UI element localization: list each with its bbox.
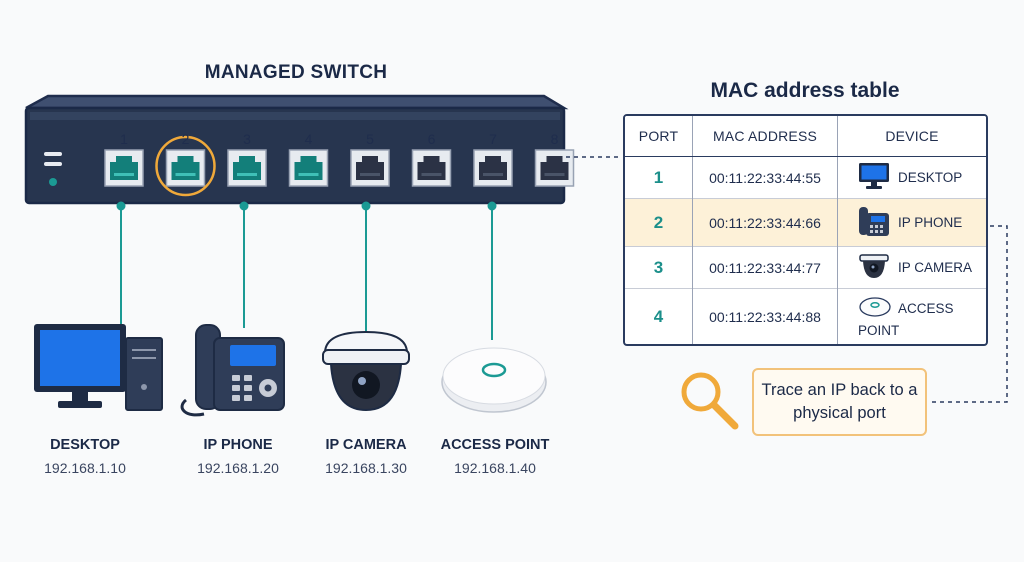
row-port: 4 — [625, 288, 693, 344]
row-device: IP CAMERA — [837, 245, 986, 289]
row-device: IP PHONE — [837, 198, 986, 247]
cable-joint — [116, 201, 126, 211]
cable-joint — [239, 201, 249, 211]
row-mac: 00:11:22:33:44:77 — [692, 245, 838, 289]
port-number-4: 4 — [304, 131, 313, 147]
switch-title: MANAGED SWITCH — [204, 62, 388, 83]
switch-port-1 — [104, 149, 144, 187]
switch-port-7 — [473, 149, 513, 187]
row-device-name: ACCESS POINT — [858, 300, 954, 338]
table-row: 1 00:11:22:33:44:55 DESKTOP — [625, 156, 986, 199]
switch-port-4 — [288, 149, 329, 187]
device-ip-access-point: 192.168.1.40 — [454, 460, 536, 476]
callout-text: Trace an IP back to a physical port — [761, 381, 918, 422]
access-point-icon — [441, 347, 547, 413]
magnifier-icon — [681, 372, 739, 430]
cable-joint — [487, 201, 497, 211]
power-led-icon — [49, 178, 57, 186]
mac-address-table: PORT MAC ADDRESS DEVICE 1 00:11:22:33:44… — [623, 114, 988, 346]
switch-port-3 — [227, 149, 267, 187]
table-row-highlighted: 2 00:11:22:33:44:66 IP PHONE — [625, 198, 986, 247]
device-label-ip-phone: IP PHONE — [203, 437, 273, 453]
row-device: DESKTOP — [837, 156, 986, 199]
row-mac: 00:11:22:33:44:88 — [692, 288, 838, 344]
switch-port-6 — [411, 149, 452, 187]
port-number-7: 7 — [489, 131, 497, 147]
row-port: 3 — [625, 245, 693, 289]
device-ip-desktop: 192.168.1.10 — [44, 460, 126, 476]
status-bar-icon — [44, 162, 62, 166]
access-point-icon — [858, 296, 891, 321]
row-mac: 00:11:22:33:44:55 — [692, 156, 838, 199]
callout-box: Trace an IP back to a physical port — [752, 368, 927, 436]
switch-port-8 — [534, 149, 575, 187]
table-row: 3 00:11:22:33:44:77 IP CAMERA — [625, 245, 986, 289]
monitor-icon — [858, 162, 890, 193]
row-device-name: DESKTOP — [898, 170, 963, 186]
managed-switch — [24, 94, 569, 205]
row-device: ACCESS POINT — [837, 288, 986, 344]
port-number-8: 8 — [550, 131, 559, 147]
camera-icon — [858, 252, 890, 283]
device-ip-ip-camera: 192.168.1.30 — [325, 460, 407, 476]
ip-phone-icon — [180, 324, 285, 417]
switch-port-5 — [350, 149, 390, 187]
row-port: 2 — [625, 198, 693, 247]
port-number-1: 1 — [120, 131, 128, 147]
row-device-name: IP CAMERA — [898, 260, 973, 275]
mac-table-title: MAC address table — [710, 79, 900, 102]
port-number-5: 5 — [366, 131, 374, 147]
status-bar-icon — [44, 152, 62, 156]
switch-port-2 — [165, 149, 206, 187]
device-label-access-point: ACCESS POINT — [440, 437, 550, 453]
table-row: 4 00:11:22:33:44:88 ACCESS POINT — [625, 288, 986, 344]
port-number-3: 3 — [243, 131, 251, 147]
row-port: 1 — [653, 167, 664, 187]
header-port: PORT — [625, 116, 693, 157]
port-number-2: 2 — [181, 131, 190, 147]
dome-camera-icon — [322, 330, 410, 412]
cable-joint — [361, 201, 371, 211]
device-label-ip-camera: IP CAMERA — [325, 437, 407, 453]
phone-icon — [858, 205, 890, 240]
port-number-6: 6 — [427, 131, 436, 147]
device-label-desktop: DESKTOP — [50, 437, 120, 453]
device-ip-ip-phone: 192.168.1.20 — [197, 460, 279, 476]
header-mac-address: MAC ADDRESS — [692, 116, 838, 157]
row-device-name: IP PHONE — [898, 215, 963, 231]
row-mac: 00:11:22:33:44:66 — [692, 198, 838, 247]
header-device: DEVICE — [837, 116, 986, 157]
desktop-computer-icon — [34, 324, 163, 411]
cable-lines — [116, 201, 497, 340]
